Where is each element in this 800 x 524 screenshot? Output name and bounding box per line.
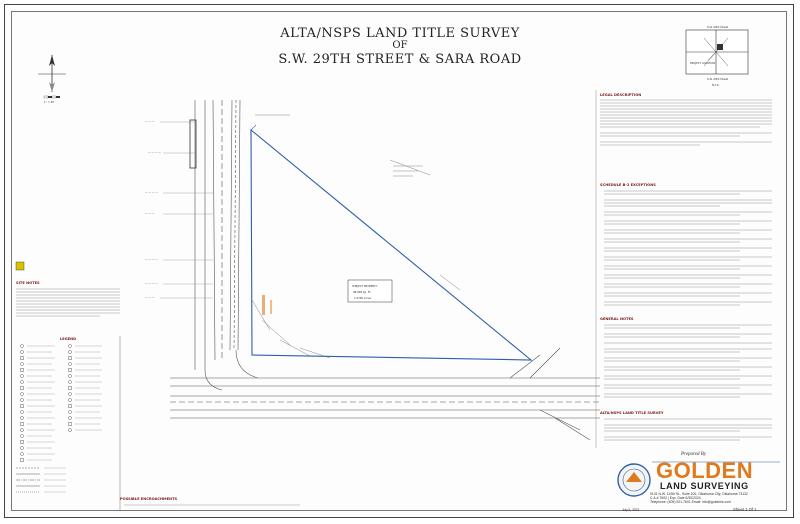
svg-text:— — —: — — — <box>145 296 155 299</box>
site-notes-marker-icon <box>15 261 25 271</box>
sheet-inner-border <box>11 11 787 511</box>
vicinity-scale: N.T.S. <box>712 83 720 87</box>
culvert <box>189 119 197 169</box>
legal-description-header: LEGAL DESCRIPTION <box>600 93 641 97</box>
scale-label: 1" = 50' <box>44 100 55 104</box>
svg-text:— — — —: — — — — <box>145 258 158 261</box>
subject-property-box <box>347 279 393 303</box>
site-notes-header: SITE NOTES <box>16 281 40 285</box>
firm-contact: 9131 N.W. 110th St., Suite 100, Oklahoma… <box>650 492 748 504</box>
svg-text:— — — —: — — — — <box>145 282 158 285</box>
subject-property-acres: 2.2706 Acres <box>354 296 372 300</box>
title-line-3: S.W. 29TH STREET & SARA ROAD <box>278 52 522 67</box>
firm-ca: C.A.# 7602 | Exp. Date 6/30/2024 <box>650 496 701 500</box>
svg-text:— — — —: — — — — <box>148 151 161 154</box>
title-line-2: OF <box>392 40 408 51</box>
legend-header: LEGEND <box>60 337 76 341</box>
sara-road <box>194 99 241 370</box>
vicinity-project-label: PROJECT LOCATION <box>690 61 715 65</box>
schedule-b-header: SCHEDULE B-2 EXCEPTIONS <box>600 183 656 187</box>
vicinity-top-street: S.W. 29th Street <box>707 25 728 29</box>
sheet-number: Sheet 1 Of 1 <box>733 507 757 512</box>
property-boundary <box>250 128 533 361</box>
title-line-1: ALTA/NSPS LAND TITLE SURVEY <box>280 26 520 41</box>
firm-logo <box>617 461 780 497</box>
firm-name: GOLDEN <box>656 458 754 483</box>
legend-symbols <box>16 344 102 493</box>
prepared-by-label: Prepared By <box>681 452 707 457</box>
firm-phone: Telephone: (405) 921-7601 Email: info@go… <box>650 500 731 504</box>
svg-text:— — —: — — — <box>145 212 155 215</box>
possible-encroachments-header: POSSIBLE ENCROACHMENTS <box>120 497 178 501</box>
subject-property-label: SUBJECT PROPERTY <box>352 284 378 288</box>
firm-address: 9131 N.W. 110th St., Suite 100, Oklahoma… <box>650 492 748 496</box>
vicinity-bottom-street: S.W. 29th Street <box>707 77 728 81</box>
firm-subtitle: LAND SURVEYING <box>660 481 749 491</box>
sw-29th-street <box>170 347 600 441</box>
subject-property-area: 98,909 Sq. Ft. <box>353 290 371 294</box>
survey-sheet <box>4 4 794 518</box>
svg-text:— — —: — — — <box>145 120 155 123</box>
general-notes-header: GENERAL NOTES <box>600 317 634 321</box>
svg-text:— — — —: — — — — <box>145 191 158 194</box>
survey-date: July 5, 2023 <box>622 508 640 512</box>
vicinity-map <box>685 29 749 75</box>
north-arrow-icon <box>38 55 66 99</box>
alta-table-header: ALTA/NSPS LAND TITLE SURVEY <box>600 411 664 415</box>
